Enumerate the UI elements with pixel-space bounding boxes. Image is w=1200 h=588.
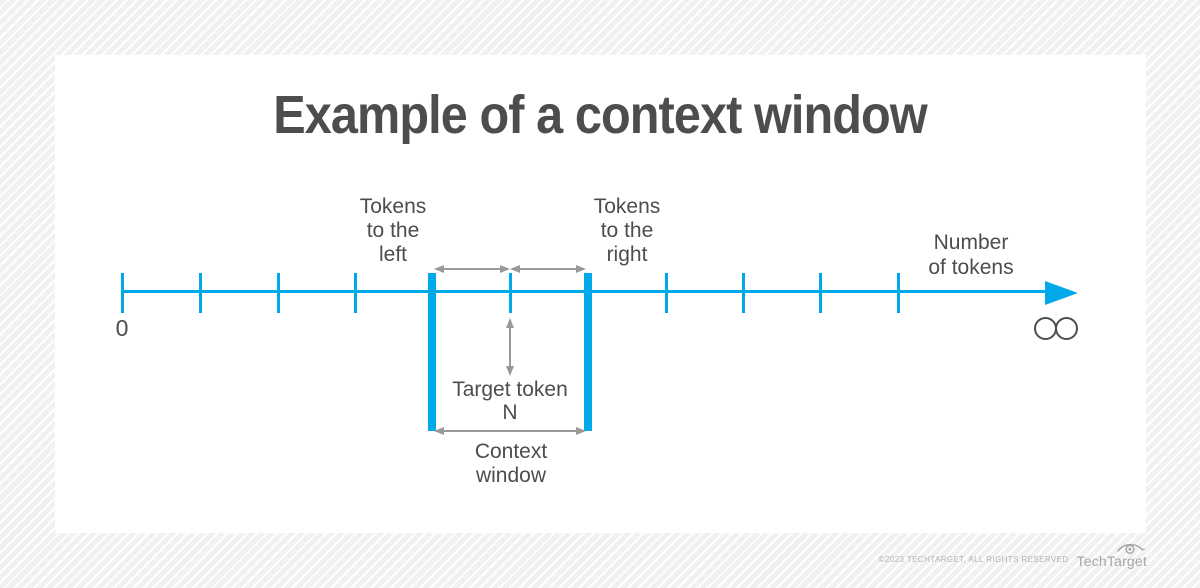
- copyright-text: ©2023 TECHTARGET, ALL RIGHTS RESERVED: [878, 555, 1069, 564]
- axis-arrowhead-icon: [1045, 281, 1078, 305]
- axis-tick: [354, 273, 357, 313]
- infinity-icon: [1034, 317, 1078, 340]
- right-span-arrow-icon: [510, 265, 586, 273]
- footer: ©2023 TECHTARGET, ALL RIGHTS RESERVED Te…: [879, 540, 1147, 569]
- tokens-right-label: Tokens to the right: [593, 195, 661, 266]
- context-window-label: Context window: [474, 440, 548, 487]
- tokens-left-label: Tokens to the left: [359, 195, 427, 266]
- axis-origin-label: 0: [115, 315, 129, 341]
- infinity-right-loop: [1055, 317, 1078, 340]
- axis-tick: [199, 273, 202, 313]
- axis-tick: [742, 273, 745, 313]
- techtarget-logo: TechTarget: [1077, 540, 1147, 569]
- axis-tick: [819, 273, 822, 313]
- number-of-tokens-label: Number of tokens: [928, 231, 1014, 279]
- content-card: [55, 55, 1146, 533]
- axis-tick: [277, 273, 280, 313]
- brand-wordmark: TechTarget: [1076, 553, 1147, 569]
- left-span-arrow-icon: [434, 265, 510, 273]
- target-token-label: Target token N: [452, 378, 568, 424]
- axis-tick: [121, 273, 124, 313]
- axis-tick: [897, 273, 900, 313]
- target-token-tick: [509, 273, 512, 313]
- eye-icon: [1117, 543, 1145, 554]
- page-title: Example of a context window: [273, 85, 927, 145]
- axis-tick: [665, 273, 668, 313]
- infinity-left-loop: [1034, 317, 1057, 340]
- target-token-pointer-arrow-icon: [506, 318, 514, 376]
- context-window-right-bar: [584, 273, 592, 431]
- context-window-left-bar: [428, 273, 436, 431]
- context-window-span-arrow-icon: [434, 427, 586, 435]
